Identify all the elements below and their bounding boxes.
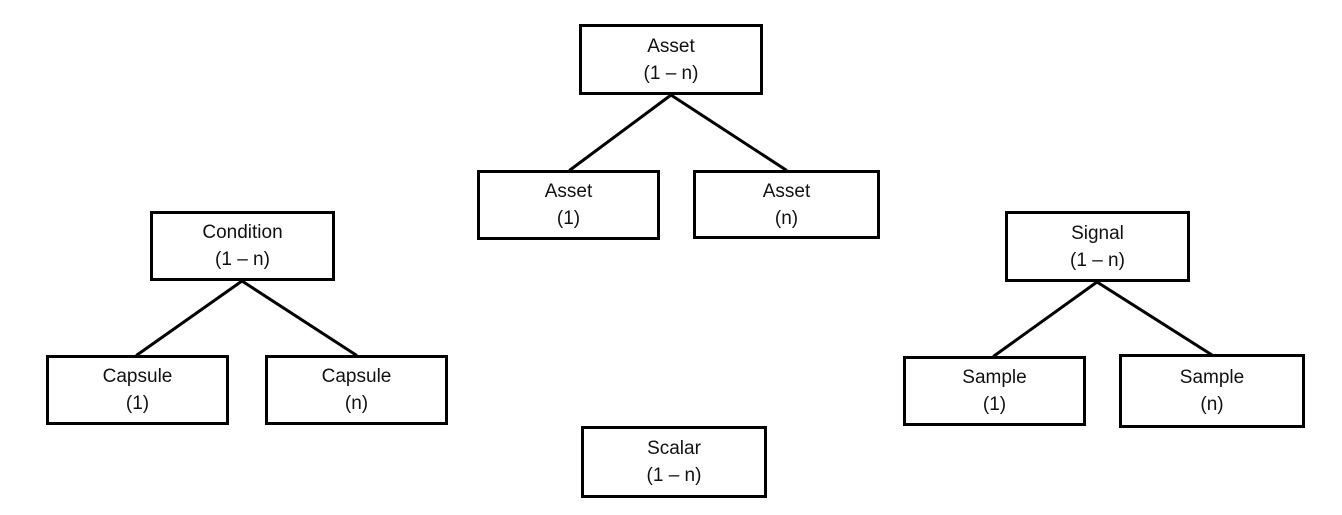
node-sample-1: Sample (1) — [903, 356, 1086, 426]
node-asset-n: Asset (n) — [693, 170, 880, 239]
node-title: Scalar — [647, 438, 701, 459]
node-multiplicity: (n) — [1200, 394, 1224, 415]
node-title: Sample — [962, 367, 1027, 388]
node-title: Asset — [762, 180, 811, 202]
node-asset-1: Asset (1) — [477, 170, 660, 240]
node-title: Capsule — [102, 366, 173, 387]
node-condition-1-n: Condition (1 – n) — [150, 211, 335, 281]
node-multiplicity: (1) — [125, 393, 150, 414]
node-capsule-1: Capsule (1) — [46, 355, 229, 425]
node-capsule-n: Capsule (n) — [265, 355, 448, 425]
node-multiplicity: (1 – n) — [1070, 249, 1125, 271]
edge-signal-to-sample-1 — [992, 280, 1099, 358]
edge-asset-parent-to-asset-1 — [568, 93, 673, 172]
node-multiplicity: (1 – n) — [646, 465, 702, 486]
node-title: Capsule — [321, 366, 392, 387]
edge-signal-to-sample-n — [1095, 280, 1214, 357]
node-multiplicity: (n) — [344, 393, 369, 414]
node-multiplicity: (1) — [982, 394, 1007, 415]
node-multiplicity: (1 – n) — [215, 249, 270, 270]
node-title: Condition — [202, 222, 283, 243]
edge-condition-to-capsule-n — [240, 279, 358, 357]
edge-condition-to-capsule-1 — [135, 279, 244, 357]
node-scalar-1-n: Scalar (1 – n) — [581, 426, 767, 498]
node-multiplicity: (1) — [556, 208, 581, 229]
node-title: Signal — [1071, 222, 1124, 244]
node-title: Asset — [647, 35, 695, 57]
node-multiplicity: (n) — [774, 207, 799, 229]
node-multiplicity: (1 – n) — [643, 62, 699, 84]
edge-asset-parent-to-asset-n — [669, 93, 788, 172]
node-title: Asset — [544, 181, 593, 202]
node-signal-1-n: Signal (1 – n) — [1005, 211, 1190, 282]
node-asset-1-n: Asset (1 – n) — [579, 24, 763, 95]
node-sample-n: Sample (n) — [1119, 354, 1305, 428]
node-title: Sample — [1179, 367, 1245, 388]
